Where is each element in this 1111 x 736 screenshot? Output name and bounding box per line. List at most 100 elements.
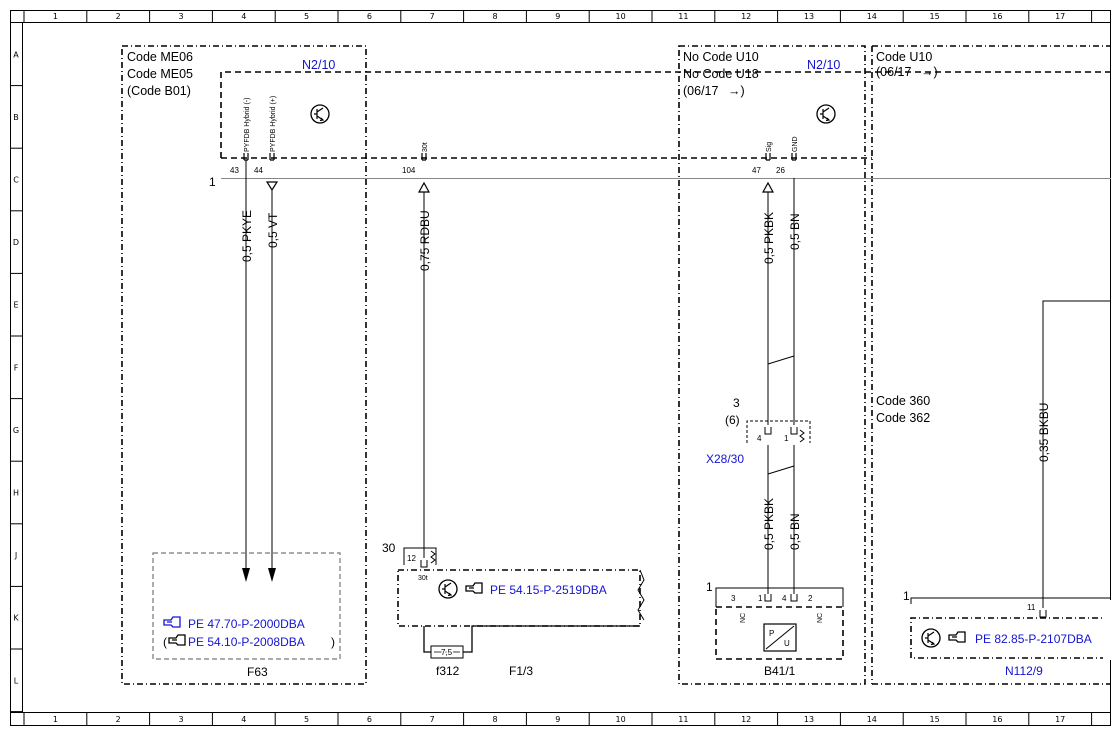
column-label-top: 16: [992, 12, 1002, 21]
wire-label-rdbu: 0,75 RDBU: [418, 210, 432, 271]
n2-10-label-right: N2/10: [807, 58, 840, 72]
b41-connector: [715, 587, 844, 607]
column-label-bottom: 9: [555, 715, 560, 724]
f312-label: f312: [436, 664, 460, 678]
row-label: F: [14, 363, 19, 372]
ref-pe-82-85[interactable]: PE 82.85-P-2107DBA: [975, 632, 1092, 646]
row-label: H: [13, 489, 19, 498]
column-label-bottom: 8: [492, 715, 497, 724]
pin-label-30t: 30t: [422, 142, 429, 152]
pointing-hand-icon: [948, 631, 966, 643]
column-label-top: 3: [178, 12, 183, 21]
column-label-top: 17: [1055, 12, 1065, 21]
x28-30-label: X28/30: [706, 452, 744, 466]
b41-pin-2: 2: [808, 594, 813, 603]
pin-label-sig: Sig: [766, 142, 773, 152]
wire-label-bkbu: 0,35 BKBU: [1037, 403, 1051, 462]
column-label-bottom: 2: [116, 715, 121, 724]
row-label: E: [13, 301, 18, 310]
fuse-f312: [430, 645, 464, 659]
column-label-bottom: 13: [804, 715, 814, 724]
resistor-icon: [430, 550, 436, 564]
b41-pin-3: 3: [731, 594, 736, 603]
column-label-top: 5: [304, 12, 309, 21]
column-label-bottom: 15: [930, 715, 940, 724]
pin-43: 43: [230, 166, 239, 175]
column-label-bottom: 16: [992, 715, 1002, 724]
n112-pin-terminal: [1039, 610, 1047, 618]
wire-label-pkbk-top: 0,5 PKBK: [762, 212, 776, 264]
b41-1-box: [715, 606, 844, 660]
b41-nc-left: NC: [740, 613, 747, 623]
edge-mask: [1103, 600, 1111, 660]
wire-bkbu: [1042, 300, 1111, 608]
column-label-top: 8: [492, 12, 497, 21]
column-label-top: 7: [430, 12, 435, 21]
column-label-bottom: 12: [741, 715, 751, 724]
pin-terminals: [243, 153, 797, 161]
bus-number: 1: [209, 175, 216, 189]
transistor-icon: [438, 579, 458, 599]
fuse-rating: 7,5: [441, 648, 453, 657]
code-b01: (Code B01): [127, 84, 191, 98]
column-label-bottom: 11: [678, 715, 688, 724]
resistor-icon: [799, 429, 805, 443]
pressure-sensor-icon: P U: [763, 623, 797, 652]
n2-10-box: [220, 71, 1111, 159]
f1-3-label: F1/3: [509, 664, 533, 678]
b41-nc-right: NC: [817, 613, 824, 623]
f63-box: [152, 552, 341, 660]
row-label: L: [14, 676, 19, 685]
n112-connector-num: 1: [903, 589, 910, 603]
wire-label-vt: 0,5 VT: [266, 212, 280, 248]
pointing-hand-icon: [465, 582, 483, 594]
column-label-top: 1: [53, 12, 58, 21]
wire-label-bn-bottom: 0,5 BN: [788, 513, 802, 550]
wire-label-pkbk-bottom: 0,5 PKBK: [762, 498, 776, 550]
n112-9-label: N112/9: [1005, 664, 1043, 678]
x28-1: 1: [784, 434, 789, 443]
row-label: A: [13, 50, 19, 59]
x28-pin-3: 3: [733, 396, 740, 410]
column-label-bottom: 17: [1055, 715, 1065, 724]
f63-label: F63: [247, 665, 268, 679]
pointing-hand-icon: [168, 634, 186, 646]
n112-pin-11: 11: [1027, 603, 1036, 612]
date-code-right: (06/17: [876, 65, 911, 79]
column-label-top: 4: [241, 12, 246, 21]
code-362: Code 362: [876, 411, 930, 425]
ref-pe-54-10[interactable]: PE 54.10-P-2008DBA: [188, 635, 305, 649]
column-label-top: 11: [678, 12, 688, 21]
region-me06: [121, 45, 367, 685]
signal-arrow-pkbk: [761, 181, 775, 193]
box-break: [637, 569, 645, 621]
column-label-top: 12: [741, 12, 751, 21]
fuse-pin-30: 30: [382, 541, 396, 555]
n112-9-box: [910, 617, 1111, 659]
code-me06: Code ME06: [127, 50, 193, 64]
row-label: J: [14, 551, 17, 560]
pin-104: 104: [402, 166, 416, 175]
ref-pe-47-70[interactable]: PE 47.70-P-2000DBA: [188, 617, 305, 631]
column-label-top: 10: [616, 12, 626, 21]
ref-paren-open: (: [163, 635, 167, 649]
b41-pin-4: 4: [782, 594, 787, 603]
signal-arrow-vt: [265, 181, 279, 192]
n112-connector: [910, 597, 1111, 604]
b41-pin-terminals: [764, 594, 798, 602]
pin-44: 44: [254, 166, 263, 175]
row-label: D: [13, 238, 19, 247]
column-label-bottom: 4: [241, 715, 246, 724]
b41-pin-1: 1: [758, 594, 763, 603]
break-bottom: [767, 465, 795, 480]
column-label-top: 9: [555, 12, 560, 21]
column-label-bottom: 14: [867, 715, 877, 724]
ref-pe-54-15[interactable]: PE 54.15-P-2519DBA: [490, 583, 607, 597]
x28-4: 4: [757, 434, 762, 443]
row-label: C: [13, 176, 19, 185]
row-label: K: [13, 614, 19, 623]
column-label-bottom: 7: [430, 715, 435, 724]
column-label-bottom: 3: [178, 715, 183, 724]
fuse-pin-12: 12: [407, 554, 416, 563]
